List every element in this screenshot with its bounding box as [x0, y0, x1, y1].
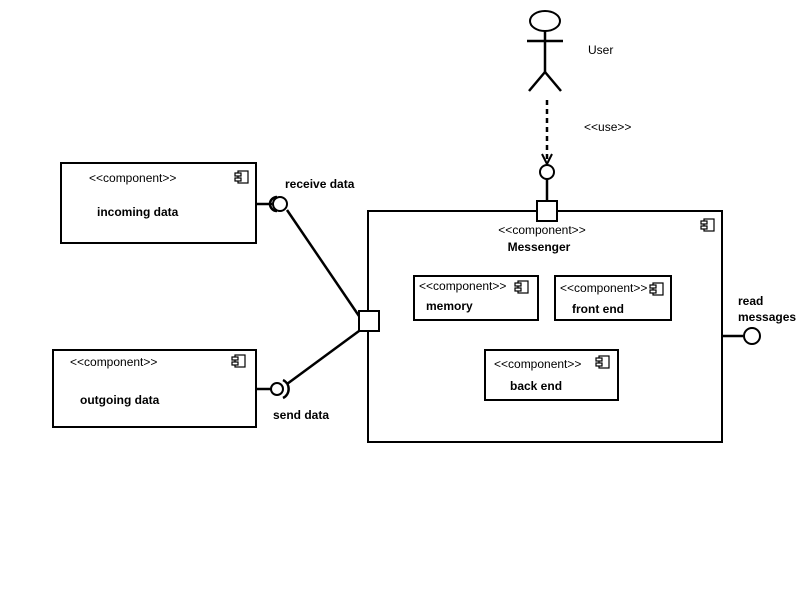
receive-socket	[268, 195, 278, 213]
component-messenger: <<component>> Messenger	[367, 210, 723, 443]
read-messages-interface	[743, 327, 761, 345]
read-label-line1: read	[738, 294, 763, 308]
use-stereotype-label: <<use>>	[584, 120, 631, 134]
memory-name: memory	[426, 299, 473, 313]
messenger-name: Messenger	[508, 240, 571, 254]
read-label-line2: messages	[738, 310, 796, 324]
component-front-end: <<component>> front end	[554, 275, 672, 321]
memory-stereotype: <<component>>	[419, 279, 506, 293]
messenger-left-port	[358, 310, 380, 332]
back-end-name: back end	[510, 379, 562, 393]
user-actor	[527, 10, 563, 92]
receive-ball	[272, 196, 288, 212]
send-connector	[286, 329, 360, 386]
receive-connector	[285, 209, 361, 317]
component-memory: <<component>> memory	[413, 275, 539, 321]
front-end-name: front end	[572, 302, 624, 316]
messenger-stereotype: <<component>>	[498, 223, 585, 237]
component-outgoing-data: <<component>> outgoing data	[52, 349, 257, 428]
component-incoming-data: <<component>> incoming data	[60, 162, 257, 244]
outgoing-stereotype: <<component>>	[70, 355, 157, 369]
send-socket	[282, 378, 290, 400]
messenger-top-interface	[539, 164, 555, 180]
outgoing-name: outgoing data	[80, 393, 160, 407]
messenger-top-port	[536, 200, 558, 222]
send-ball	[270, 382, 284, 396]
user-label: User	[588, 43, 613, 57]
front-end-stereotype: <<component>>	[560, 281, 647, 295]
send-data-label: send data	[273, 408, 329, 422]
incoming-name: incoming data	[97, 205, 179, 219]
receive-data-label: receive data	[285, 177, 355, 191]
incoming-stereotype: <<component>>	[89, 171, 176, 185]
back-end-stereotype: <<component>>	[494, 357, 581, 371]
component-back-end: <<component>> back end	[484, 349, 619, 401]
